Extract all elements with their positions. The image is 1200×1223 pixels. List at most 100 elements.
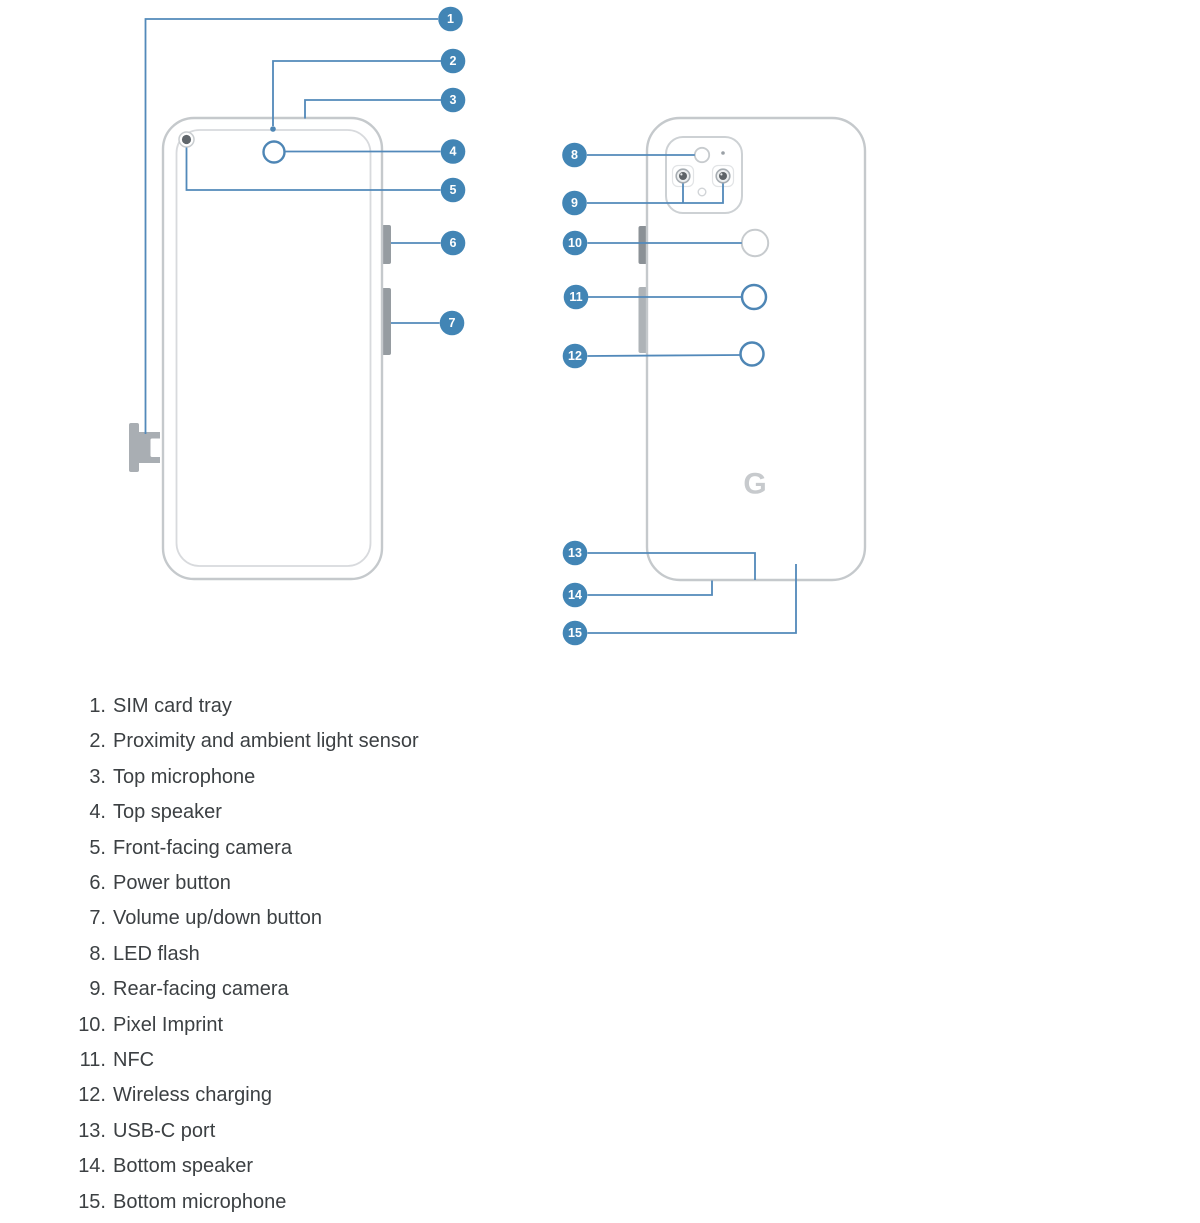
connector-lines (144, 18, 797, 634)
list-item-label: Volume up/down button (113, 907, 323, 930)
led-flash-shape (693, 146, 711, 164)
list-item-label: Power button (113, 872, 231, 895)
phone-diagram: G 1 (129, 6, 867, 646)
callout-marker-15: 15 (562, 620, 588, 646)
callout-marker-9: 9 (562, 190, 587, 216)
list-item-number: 7. (89, 907, 106, 930)
callout-marker-12: 12 (562, 343, 588, 369)
callout-marker-6: 6 (440, 230, 466, 256)
list-item-number: 15. (78, 1190, 106, 1213)
phone-front-outline (161, 116, 384, 581)
list-item-number: 12. (78, 1084, 106, 1107)
callout-label-10: 10 (568, 236, 582, 250)
callout-label-2: 2 (450, 54, 457, 68)
connector-line-3 (304, 99, 441, 119)
list-item-11: 11. NFC (60, 1043, 419, 1078)
callout-label-8: 8 (571, 148, 578, 162)
callout-label-15: 15 (568, 626, 582, 640)
connector-line-9 (587, 183, 724, 204)
list-item-label: Rear-facing camera (113, 978, 289, 1001)
power-button-shape (381, 225, 391, 264)
list-item-3: 3. Top microphone (60, 760, 419, 795)
callout-label-7: 7 (449, 316, 456, 330)
list-item-label: NFC (113, 1049, 155, 1072)
list-item-number: 5. (89, 836, 106, 859)
list-item-number: 8. (89, 942, 106, 965)
list-item-1: 1. SIM card tray (60, 689, 419, 724)
list-item-number: 14. (78, 1155, 106, 1178)
callout-label-1: 1 (447, 12, 454, 26)
connector-line-12 (587, 354, 741, 357)
callout-label-14: 14 (568, 588, 582, 602)
wireless-charging-ring-shape (739, 341, 765, 367)
callout-marker-4: 4 (440, 139, 466, 164)
list-item-14: 14. Bottom speaker (60, 1149, 419, 1184)
list-item-6: 6. Power button (60, 866, 419, 901)
callout-marker-10: 10 (562, 230, 588, 256)
callout-label-3: 3 (450, 93, 457, 107)
feature-list: 1. SIM card tray 2. Proximity and ambien… (60, 689, 419, 1220)
list-item-9: 9. Rear-facing camera (60, 972, 419, 1007)
phone-front-view (129, 116, 391, 581)
nfc-ring-shape (740, 283, 768, 311)
connector-line-15 (587, 564, 797, 634)
callout-label-11: 11 (569, 290, 582, 304)
top-speaker-shape (262, 140, 286, 164)
list-item-10: 10. Pixel Imprint (60, 1008, 419, 1043)
list-item-label: LED flash (113, 942, 200, 965)
callout-marker-13: 13 (562, 540, 588, 566)
callout-marker-3: 3 (440, 87, 466, 113)
fingerprint-sensor-shape (740, 228, 770, 258)
list-item-label: Top microphone (113, 765, 256, 788)
list-item-number: 4. (89, 801, 106, 824)
list-item-4: 4. Top speaker (60, 795, 419, 830)
rear-camera-right-shape (715, 168, 731, 184)
list-item-label: Bottom microphone (113, 1190, 287, 1213)
callout-label-12: 12 (568, 349, 582, 363)
callout-marker-2: 2 (440, 48, 466, 74)
phone-back-view: G (638, 116, 867, 582)
list-item-number: 6. (89, 872, 106, 895)
list-item-number: 3. (89, 765, 106, 788)
callout-marker-8: 8 (562, 142, 587, 168)
list-item-number: 10. (78, 1013, 106, 1036)
callout-marker-5: 5 (440, 177, 466, 203)
list-item-label: Pixel Imprint (113, 1013, 224, 1036)
connector-line-14 (587, 580, 713, 596)
list-item-number: 2. (89, 730, 106, 753)
list-item-2: 2. Proximity and ambient light sensor (60, 724, 419, 759)
connector-line-1 (144, 18, 438, 434)
rear-microphone-shape (697, 187, 707, 197)
list-item-label: Proximity and ambient light sensor (113, 730, 419, 753)
callout-label-4: 4 (450, 145, 457, 159)
callout-marker-11: 11 (563, 284, 589, 310)
camera-sensor-dot (721, 151, 725, 155)
callout-marker-7: 7 (439, 310, 465, 336)
volume-button-shape (381, 288, 391, 355)
list-item-8: 8. LED flash (60, 937, 419, 972)
list-item-7: 7. Volume up/down button (60, 901, 419, 936)
proximity-sensor-dot (270, 126, 276, 132)
callout-marker-1: 1 (438, 6, 463, 32)
callout-marker-14: 14 (562, 582, 588, 608)
rear-camera-left-shape (675, 168, 691, 184)
list-item-12: 12. Wireless charging (60, 1078, 419, 1113)
volume-button-back-shape (638, 287, 648, 353)
front-camera-shape (178, 131, 195, 148)
callout-label-5: 5 (450, 183, 457, 197)
list-item-number: 9. (89, 978, 106, 1001)
list-item-label: Bottom speaker (113, 1155, 254, 1178)
connector-line-5 (185, 147, 441, 191)
list-item-number: 1. (89, 695, 106, 717)
list-item-15: 15. Bottom microphone (60, 1185, 419, 1220)
list-item-label: Front-facing camera (113, 836, 292, 859)
google-logo: G (743, 468, 766, 501)
list-item-label: SIM card tray (113, 695, 232, 717)
list-item-label: USB-C port (113, 1119, 216, 1142)
callout-label-9: 9 (571, 196, 578, 210)
list-item-label: Top speaker (113, 801, 222, 824)
list-item-13: 13. USB-C port (60, 1114, 419, 1149)
list-item-label: Wireless charging (113, 1084, 272, 1107)
list-item-number: 13. (78, 1119, 106, 1142)
